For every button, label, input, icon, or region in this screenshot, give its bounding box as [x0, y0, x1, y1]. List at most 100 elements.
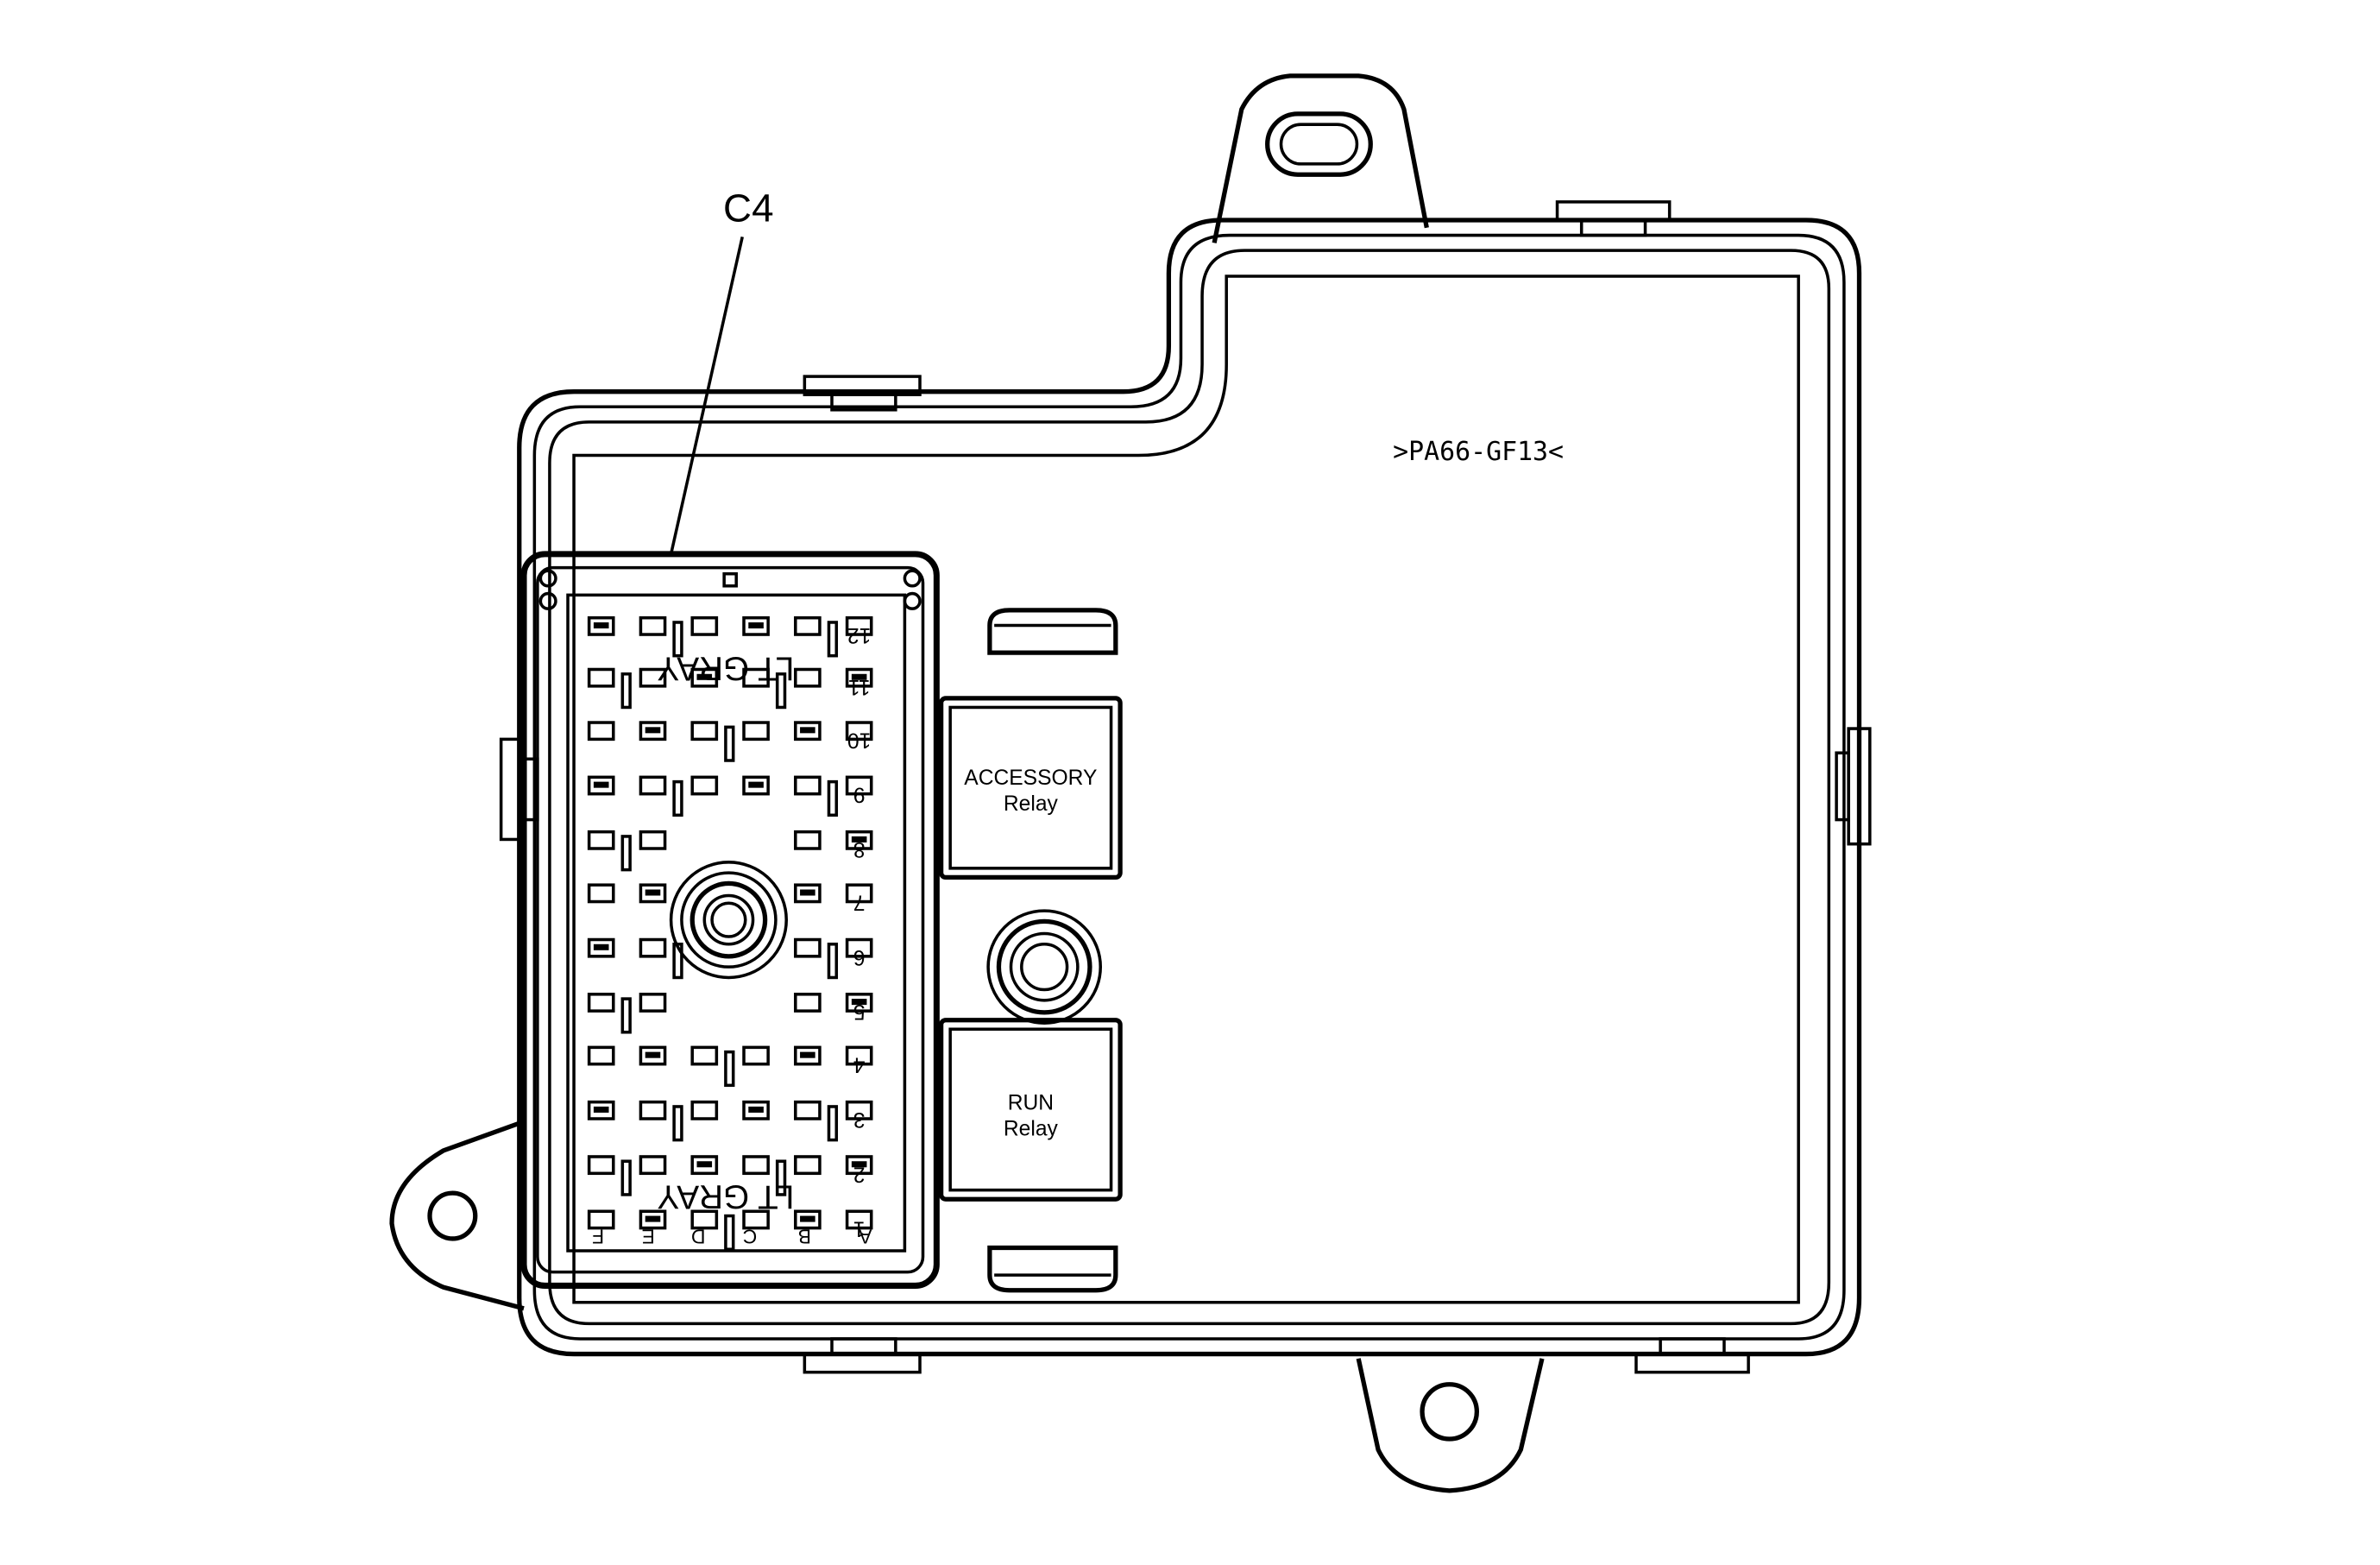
column-letter: C	[743, 1225, 758, 1247]
left-mounting-ear	[389, 1120, 525, 1311]
accessory-relay-label: ACCESSORY	[964, 767, 1097, 790]
terminal-lock	[827, 1105, 839, 1142]
terminal-lock	[724, 1050, 735, 1088]
run-relay[interactable]: RUN Relay	[938, 1018, 1123, 1202]
connector-cavity	[587, 1100, 615, 1120]
connector-cavity	[587, 615, 615, 636]
connector-cavity	[794, 1155, 822, 1176]
callout-leader-line	[669, 236, 744, 555]
connector-cavity	[639, 993, 667, 1013]
connector-callout: C4	[723, 186, 773, 230]
connector-center-bolt	[669, 861, 789, 980]
row-number: 10	[847, 728, 871, 751]
connector-cavity	[845, 615, 873, 636]
terminal-lock	[724, 1214, 735, 1251]
connector-cavity	[742, 1045, 770, 1066]
row-number: 7	[853, 891, 866, 914]
connector-cavity	[639, 721, 667, 741]
connector-cavity	[742, 1155, 770, 1176]
relay-clip-top	[987, 608, 1118, 655]
connector-cavity	[587, 1209, 615, 1230]
connector-color-label-bottom: LT GRAY	[657, 1177, 794, 1215]
column-letter: E	[642, 1225, 655, 1247]
connector-cavity	[587, 721, 615, 741]
connector-cavity	[794, 667, 822, 688]
row-number: 5	[853, 1000, 866, 1023]
connector-cavity	[639, 883, 667, 904]
connector-cavity	[587, 993, 615, 1013]
accessory-relay-sublabel: Relay	[1004, 792, 1059, 816]
run-relay-sublabel: Relay	[1004, 1117, 1059, 1140]
connector-cavity	[845, 721, 873, 741]
connector-cavity	[845, 1100, 873, 1120]
connector-cavity	[794, 1100, 822, 1120]
connector-cavity	[845, 830, 873, 850]
connector-cavity	[587, 1155, 615, 1176]
terminal-lock	[620, 835, 632, 872]
row-number: 6	[853, 945, 866, 969]
connector-cavity	[794, 883, 822, 904]
connector-cavity	[639, 937, 667, 958]
connector-cavity	[794, 937, 822, 958]
connector-cavity	[794, 993, 822, 1013]
terminal-lock	[827, 943, 839, 980]
row-number: 2	[853, 1162, 866, 1185]
material-marking: >PA66-GF13<	[1393, 437, 1564, 467]
row-number: 11	[848, 675, 871, 698]
connector-cavity	[794, 721, 822, 741]
connector-cavity	[639, 1209, 667, 1230]
terminal-lock	[724, 725, 735, 762]
terminal-lock	[620, 1159, 632, 1196]
connector-cavity	[845, 883, 873, 904]
accessory-relay[interactable]: ACCESSORY Relay	[938, 696, 1123, 880]
connector-cavity	[690, 1045, 719, 1066]
connector-cavity	[639, 1045, 667, 1066]
connector-cavity	[742, 667, 770, 688]
bottom-mounting-ear	[1356, 1358, 1545, 1493]
connector-cavity	[587, 775, 615, 796]
connector-cavity	[639, 830, 667, 850]
connector-color-label-top: LT GRAY	[657, 649, 794, 686]
connector-cavity	[742, 1209, 770, 1230]
connector-cavity	[587, 883, 615, 904]
row-number: 12	[847, 623, 871, 647]
connector-pin-cells	[587, 615, 873, 1251]
connector-cavity	[742, 721, 770, 741]
connector-cavity	[690, 775, 719, 796]
relay-mounting-stud	[986, 909, 1103, 1025]
connector-cavity	[690, 615, 719, 636]
terminal-lock	[775, 1159, 787, 1196]
connector-cavity	[845, 993, 873, 1013]
connector-cavity	[845, 667, 873, 688]
connector-cavity	[587, 937, 615, 958]
connector-cavity	[794, 775, 822, 796]
run-relay-label: RUN	[1008, 1091, 1054, 1114]
connector-cavity	[845, 1155, 873, 1176]
connector-cavity	[639, 775, 667, 796]
column-letter: B	[798, 1225, 811, 1247]
connector-cavity	[690, 1209, 719, 1230]
connector-cavity	[587, 1045, 615, 1066]
connector-cavity	[690, 1155, 719, 1176]
connector-cavity	[845, 1045, 873, 1066]
connector-cavity	[794, 1209, 822, 1230]
terminal-lock	[775, 672, 787, 710]
row-number: 4	[853, 1053, 866, 1076]
connector-cavity	[639, 615, 667, 636]
terminal-lock	[672, 1105, 683, 1142]
column-letter: D	[691, 1225, 706, 1247]
connector-cavity	[639, 1155, 667, 1176]
connector-cavity	[845, 937, 873, 958]
terminal-lock	[672, 779, 683, 817]
connector-cavity	[690, 667, 719, 688]
connector-cavity	[845, 1209, 873, 1230]
row-number: 3	[853, 1107, 866, 1131]
connector-cavity	[587, 830, 615, 850]
terminal-lock	[620, 672, 632, 710]
connector-cavity	[794, 615, 822, 636]
connector-cavity	[690, 1100, 719, 1120]
